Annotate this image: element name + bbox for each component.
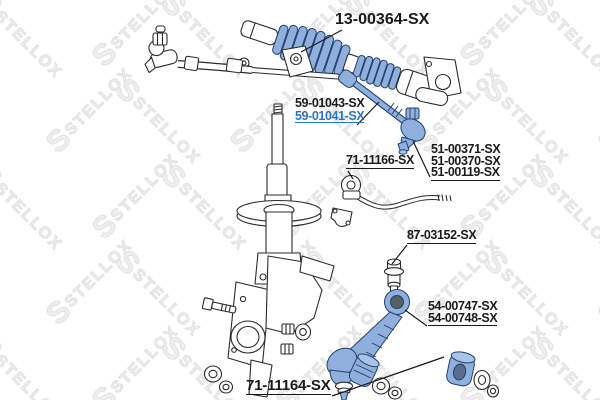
part-label-rear-bushing: 71-11164-SX — [246, 377, 331, 395]
tie-rod-nut-left — [152, 25, 168, 46]
control-arm-rear-bushing — [348, 353, 380, 387]
part-label-stab-bushing: 71-11166-SX — [346, 153, 414, 169]
part-label-tie-rod-end: 51-00371-SX 51-00370-SX 51-00119-SX — [431, 142, 501, 181]
part-number: 71-11164-SX — [246, 377, 331, 395]
steering-knuckle — [201, 255, 335, 398]
pinion-shaft — [415, 86, 449, 107]
control-arm-front-bushing — [383, 258, 405, 296]
stabilizer-bracket — [330, 207, 353, 227]
part-number: 54-00748-SX — [428, 310, 498, 326]
leader-lines — [300, 29, 445, 397]
control-arm-mount-bushing — [446, 351, 476, 387]
part-number: 51-00371-SX — [431, 142, 501, 156]
stabilizer-bar — [330, 174, 452, 227]
part-number: 59-01043-SX — [295, 96, 365, 110]
part-number: 71-11166-SX — [346, 153, 414, 169]
outer-tie-rod — [144, 25, 345, 80]
control-arm-highlight — [326, 289, 500, 400]
knuckle-bolt — [201, 297, 237, 314]
rack-tube-end — [240, 20, 279, 46]
part-number: 13-00364-SX — [335, 11, 430, 28]
part-label-control-arm: 54-00747-SX 54-00748-SX — [428, 299, 498, 326]
part-label-boot: 13-00364-SX — [335, 12, 429, 28]
part-number: 54-00747-SX — [428, 299, 498, 313]
tie-rod-end-highlight — [397, 107, 426, 155]
part-number: 87-03152-SX — [407, 228, 477, 244]
part-number: 51-00370-SX — [431, 153, 501, 168]
stabilizer-bushing — [340, 174, 362, 200]
rack-mount-bracket — [423, 56, 462, 100]
rack-boot-right — [352, 54, 402, 90]
knuckle-nuts-washers — [203, 323, 312, 394]
strut-assembly — [236, 103, 322, 285]
rack-mount-lug — [281, 45, 314, 78]
tie-rod-end-nut — [405, 107, 420, 120]
ball-joint — [326, 347, 358, 400]
part-number-link[interactable]: 59-01041-SX — [295, 108, 365, 123]
part-number: 51-00119-SX — [431, 165, 501, 181]
axial-rod-highlight — [337, 69, 407, 124]
part-label-arm-bushing: 87-03152-SX — [407, 228, 477, 244]
part-label-axial-rod: 59-01043-SX 59-01041-SX — [295, 96, 365, 123]
